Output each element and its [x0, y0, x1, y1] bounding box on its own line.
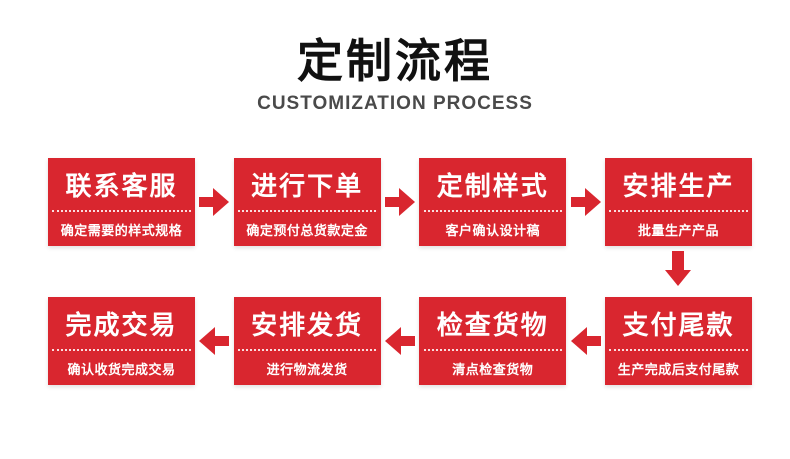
divider [238, 210, 377, 213]
arrow-head [584, 188, 601, 216]
step-subtitle: 清点检查货物 [452, 362, 534, 378]
arrow-left-icon [199, 327, 230, 355]
arrow-head [398, 188, 415, 216]
step-subtitle: 进行物流发货 [266, 362, 348, 378]
step-subtitle: 确认收货完成交易 [67, 362, 176, 378]
step-title: 进行下单 [251, 171, 364, 201]
arrow-shaft [399, 336, 415, 346]
step-box-arrange-shipping: 安排发货 进行物流发货 [233, 297, 381, 385]
arrow-shaft [199, 197, 215, 207]
process-row-1: 联系客服 确定需要的样式规格 进行下单 确定预付总货款定金 定制样式 客户确认设… [48, 158, 752, 246]
divider [423, 210, 562, 213]
step-box-complete-transaction: 完成交易 确认收货完成交易 [48, 297, 195, 385]
step-title: 安排生产 [622, 171, 735, 201]
step-box-custom-style: 定制样式 客户确认设计稿 [419, 158, 567, 246]
process-row-2: 完成交易 确认收货完成交易 安排发货 进行物流发货 检查货物 清点检查货物 支付… [48, 297, 752, 385]
arrow-left-icon [384, 327, 415, 355]
step-box-inspect-goods: 检查货物 清点检查货物 [419, 297, 567, 385]
arrow-right-icon [199, 188, 230, 216]
arrow-head [570, 327, 587, 355]
arrow-head [665, 270, 691, 286]
step-subtitle: 客户确认设计稿 [445, 223, 541, 239]
diagram-header: 定制流程 CUSTOMIZATION PROCESS [0, 36, 790, 115]
step-title: 定制样式 [436, 171, 549, 201]
divider [52, 349, 191, 352]
step-subtitle: 生产完成后支付尾款 [617, 362, 740, 378]
arrow-right-icon [570, 188, 601, 216]
step-title: 联系客服 [65, 171, 178, 201]
arrow-shaft [384, 197, 400, 207]
arrow-head [384, 327, 401, 355]
divider [238, 349, 377, 352]
page-subtitle: CUSTOMIZATION PROCESS [257, 92, 533, 114]
step-box-contact-service: 联系客服 确定需要的样式规格 [48, 158, 195, 246]
step-title: 完成交易 [65, 310, 178, 340]
step-title: 安排发货 [251, 310, 364, 340]
arrow-down-icon [665, 251, 691, 287]
step-box-arrange-production: 安排生产 批量生产产品 [604, 158, 752, 246]
divider [52, 210, 191, 213]
page-title: 定制流程 [297, 35, 493, 87]
step-subtitle: 确定需要的样式规格 [60, 223, 183, 239]
arrow-shaft [570, 197, 586, 207]
step-title: 检查货物 [436, 310, 549, 340]
arrow-head [213, 188, 230, 216]
arrow-shaft [672, 251, 684, 270]
divider [609, 210, 748, 213]
step-subtitle: 确定预付总货款定金 [246, 223, 368, 239]
arrow-shaft [585, 336, 601, 346]
step-box-place-order: 进行下单 确定预付总货款定金 [233, 158, 381, 246]
step-subtitle: 批量生产产品 [637, 223, 719, 239]
step-box-pay-balance: 支付尾款 生产完成后支付尾款 [604, 297, 752, 385]
divider [423, 349, 562, 352]
divider [609, 349, 748, 352]
arrow-shaft [214, 336, 230, 346]
arrow-right-icon [384, 188, 415, 216]
step-title: 支付尾款 [622, 310, 735, 340]
arrow-left-icon [570, 327, 601, 355]
arrow-head [199, 327, 216, 355]
